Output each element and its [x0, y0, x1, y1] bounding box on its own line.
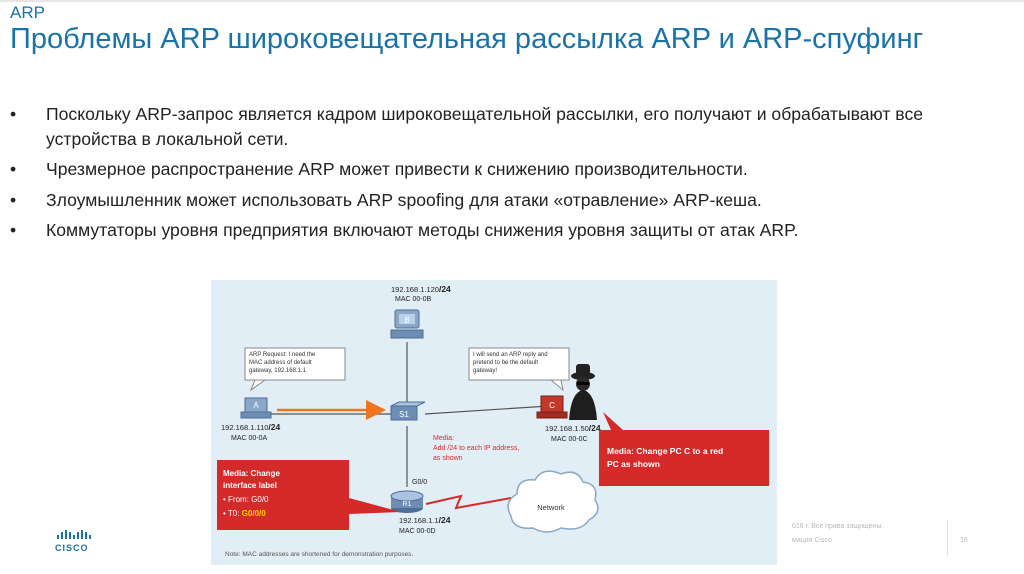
- bubble-a-line: gateway, 192.168.1.1: [249, 368, 307, 374]
- svg-text:192.168.1.110/24: 192.168.1.110/24: [221, 422, 280, 432]
- svg-text:pretend to be the default: pretend to be the default: [473, 360, 538, 366]
- pc-a-icon: A: [240, 397, 272, 419]
- svg-text:gateway, 192.168.1.1: gateway, 192.168.1.1: [249, 368, 307, 374]
- bullet-text: Коммутаторы уровня предприятия включают …: [46, 220, 799, 240]
- svg-text:Media: Change PC C to a red: Media: Change PC C to a red: [607, 446, 723, 456]
- pc-c-icon: C: [536, 395, 568, 419]
- slide-title: Проблемы ARP широковещательная рассылка …: [10, 23, 924, 55]
- pc-c-mac: MAC 00-0C: [551, 436, 588, 443]
- section-label: ARP: [10, 3, 45, 22]
- router-mac: MAC 00-0D: [399, 528, 436, 535]
- footer-divider: [947, 520, 948, 556]
- pc-b-mask: /24: [439, 284, 451, 294]
- top-divider: [0, 0, 1024, 2]
- pc-a-ip: 192.168.1.110: [221, 423, 268, 432]
- svg-text:192.168.1.120/24: 192.168.1.120/24: [391, 284, 451, 294]
- svg-text:Media: Change: Media: Change: [223, 469, 280, 478]
- bubble-a-line: MAC address of default: [249, 360, 312, 366]
- network-cloud-icon: Network: [507, 470, 599, 533]
- link-router-cloud: [425, 494, 512, 510]
- callout-pc-c: Media: Change PC C to a red PC as shown: [599, 412, 769, 486]
- svg-text:• From: G0/0: • From: G0/0: [223, 495, 269, 504]
- pc-c-letter: C: [549, 401, 555, 410]
- cisco-logo-icon: [57, 530, 91, 539]
- page-number: 16: [960, 537, 968, 544]
- media-ip-note: Media: Add /24 to each IP address, as sh…: [433, 435, 519, 462]
- svg-text:MAC address of default: MAC address of default: [249, 360, 312, 366]
- router-r1-icon: R1: [390, 490, 424, 513]
- network-diagram: B 192.168.1.120/24 MAC 00-0B A 192.168.1…: [211, 280, 777, 565]
- switch-s1-icon: S1: [390, 401, 426, 421]
- bubble-a-line: ARP Request: I need the: [249, 352, 316, 358]
- bullet-item: • Поскольку ARP-запрос является кадром ши…: [10, 102, 1010, 151]
- footer-confidential: мация Cisco: [792, 537, 832, 544]
- bullet-marker: •: [10, 220, 17, 240]
- callout-interface-label: Media: Change interface label • From: G0…: [217, 460, 401, 530]
- svg-text:Add /24 to each IP address,: Add /24 to each IP address,: [433, 445, 519, 452]
- bullet-item: • Коммутаторы уровня предприятия включают…: [10, 218, 1010, 243]
- bullet-text: Злоумышленник может использовать ARP spo…: [46, 189, 762, 210]
- cisco-logo-text: CISCO: [55, 543, 89, 553]
- footer-copyright: 016 г. Все права защищены.: [792, 523, 884, 530]
- router-r1-label: R1: [403, 501, 412, 508]
- svg-text:192.168.1.50/24: 192.168.1.50/24: [545, 423, 601, 433]
- svg-text:Media:: Media:: [433, 435, 454, 442]
- router-ip: 192.168.1.1: [399, 516, 439, 525]
- bullet-text: Поскольку ARP-запрос является кадром шир…: [46, 104, 924, 149]
- switch-s1-label: S1: [399, 410, 409, 419]
- bubble-c-line: I will send an ARP reply and: [473, 352, 548, 358]
- svg-text:PC as shown: PC as shown: [607, 459, 660, 469]
- bullet-text: Чрезмерное распространение ARP может при…: [46, 159, 748, 179]
- svg-text:I will send an ARP reply and: I will send an ARP reply and: [473, 352, 548, 358]
- bubble-c-line: gateway!: [473, 368, 497, 374]
- bullet-item: • Злоумышленник может использовать ARP sp…: [10, 188, 1010, 213]
- hacker-icon: [569, 364, 597, 420]
- cloud-label: Network: [537, 503, 565, 512]
- router-mask: /24: [439, 515, 451, 525]
- svg-text:interface label: interface label: [223, 481, 277, 490]
- pc-b-letter: B: [404, 316, 409, 325]
- svg-text:• T0: G0/0/0: • T0: G0/0/0: [223, 509, 266, 518]
- svg-text:ARP Request: I need the: ARP Request: I need the: [249, 352, 316, 358]
- pc-a-mac: MAC 00-0A: [231, 435, 268, 442]
- pc-a-letter: A: [253, 401, 259, 410]
- bullet-marker: •: [10, 159, 17, 179]
- spoof-bubble: I will send an ARP reply and pretend to …: [468, 347, 570, 392]
- bullet-item: • Чрезмерное распространение ARP может пр…: [10, 157, 1010, 182]
- pc-b-ip: 192.168.1.120: [391, 285, 439, 294]
- link-switch-c: [424, 405, 550, 415]
- bubble-c-line: pretend to be the default: [473, 360, 538, 366]
- pc-b-icon: B: [390, 309, 424, 339]
- pc-c-mask: /24: [589, 423, 601, 433]
- svg-text:as shown: as shown: [433, 455, 463, 462]
- pc-a-mask: /24: [268, 422, 280, 432]
- diagram-note: Note: MAC addresses are shortened for de…: [225, 551, 413, 558]
- pc-c-ip: 192.168.1.50: [545, 424, 589, 433]
- pc-b-mac: MAC 00-0B: [395, 296, 432, 303]
- router-port-label: G0/0: [412, 479, 427, 486]
- svg-text:192.168.1.1/24: 192.168.1.1/24: [399, 515, 451, 525]
- svg-text:gateway!: gateway!: [473, 368, 497, 374]
- bullet-list: • Поскольку ARP-запрос является кадром ши…: [10, 102, 1010, 249]
- bullet-marker: •: [10, 104, 17, 124]
- bullet-marker: •: [10, 189, 17, 210]
- arp-request-bubble: ARP Request: I need the MAC address of d…: [244, 347, 346, 392]
